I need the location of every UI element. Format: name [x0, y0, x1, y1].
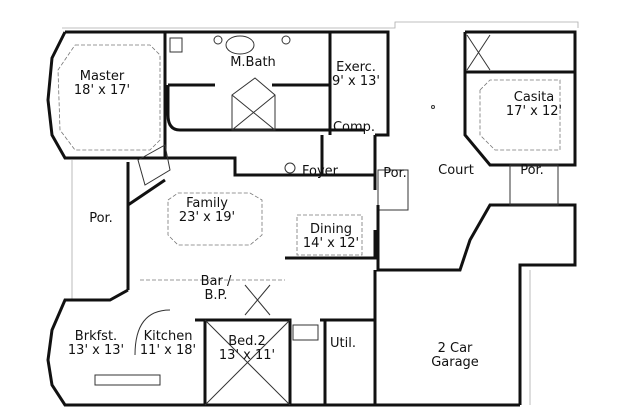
room-name: Exerc.: [336, 60, 376, 75]
casita-ceiling: [479, 79, 561, 151]
room-name: Util.: [330, 336, 356, 351]
tub: [225, 35, 255, 55]
room-porch-left: Por.: [89, 212, 113, 226]
fireplace: [137, 144, 171, 186]
room-porch-front: Por.: [383, 167, 407, 181]
room-exerc: Exerc.9' x 13': [332, 61, 380, 89]
room-mbath: M.Bath: [230, 56, 276, 70]
room-name: Bed.2: [228, 334, 266, 349]
wall-master-wing: [46, 31, 377, 177]
room-name: Kitchen: [143, 329, 193, 344]
room-name: Por.: [383, 166, 407, 181]
wall-master-top: [65, 30, 390, 137]
room-name: Bar /: [200, 274, 232, 289]
front-porch: [377, 169, 409, 211]
room-bar: Bar /B.P.: [201, 275, 232, 303]
room-size: 13' x 13': [67, 343, 125, 358]
room-name: Dining: [310, 222, 352, 237]
room-size: 14' x 12': [302, 236, 360, 251]
shower: [231, 77, 276, 131]
room-name: Brkfst.: [74, 329, 118, 344]
room-comp: Comp.: [333, 121, 375, 135]
bathtub: [292, 324, 319, 341]
room-name: B.P.: [204, 288, 228, 303]
room-util: Util.: [330, 337, 356, 351]
casita-shower: [466, 34, 491, 71]
dining-ceiling: [296, 214, 363, 256]
wall-closets: [166, 32, 365, 135]
kitchen-island: [134, 309, 171, 356]
room-name: Por.: [520, 163, 544, 178]
room-brkfst: Brkfst.13' x 13': [68, 330, 124, 358]
room-name: Por.: [89, 211, 113, 226]
washer-icon: [284, 162, 296, 174]
kitchen-counter: [94, 374, 161, 386]
room-size: 18' x 17': [73, 83, 131, 98]
room-name: Garage: [431, 355, 479, 370]
room-name: Comp.: [332, 120, 376, 135]
room-court: Court: [438, 164, 474, 178]
wall-court-lower: [376, 203, 577, 405]
room-name: M.Bath: [230, 55, 276, 70]
room-foyer: Foyer: [302, 165, 338, 179]
wall-brkfst: [46, 288, 520, 407]
room-name: Family: [186, 196, 228, 211]
bed2-ceiling: [204, 319, 291, 406]
room-porch-casita: Por.: [520, 164, 544, 178]
outline-top: [62, 21, 579, 29]
room-size: 17' x 12': [505, 104, 563, 119]
sink-icon: [213, 35, 223, 45]
family-ceiling: [167, 192, 263, 246]
room-name: Master: [79, 69, 125, 84]
sink-icon: [281, 35, 291, 45]
room-size: 11' x 18': [139, 343, 197, 358]
room-name: Casita: [513, 90, 555, 105]
wall-family-left: [126, 162, 166, 290]
court-marker: [431, 105, 435, 109]
room-size: 9' x 13': [332, 74, 380, 89]
room-name: Court: [438, 163, 474, 178]
room-size: 13' x 11': [218, 348, 276, 363]
room-name: 2 Car: [437, 341, 473, 356]
master-ceiling: [57, 44, 161, 151]
room-name: Foyer: [301, 164, 339, 179]
hall-ceiling: [244, 284, 271, 316]
casita-porch: [509, 164, 559, 206]
room-size: 23' x 19': [178, 210, 236, 225]
wall-foyer-right: [285, 175, 377, 260]
toilet-icon: [169, 37, 183, 53]
